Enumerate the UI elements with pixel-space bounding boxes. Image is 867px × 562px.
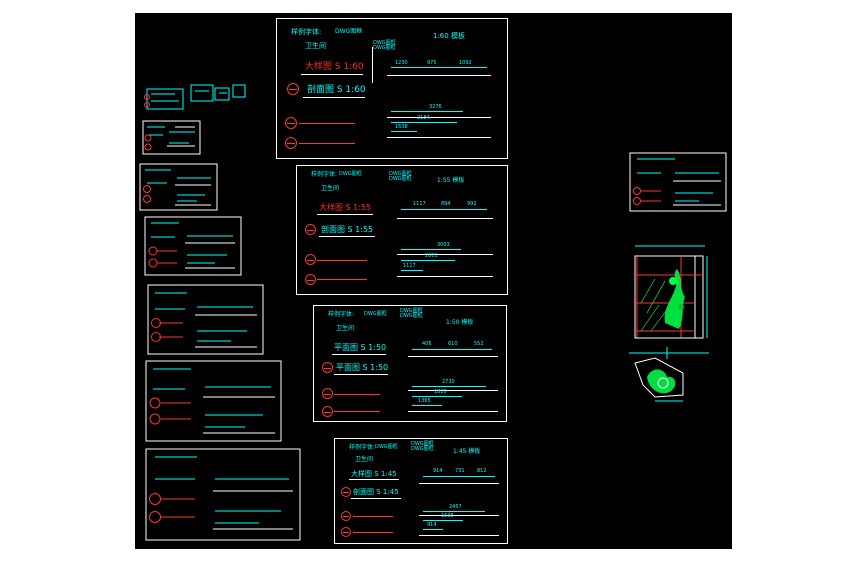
section-title: 平面图 S 1:50	[336, 363, 389, 372]
frame-note: DWG图框	[375, 444, 398, 450]
plan-title: 大样图 S 1:60	[305, 62, 364, 72]
frame-note: DWG图框	[335, 28, 363, 35]
section-marker	[305, 224, 316, 235]
plan-title: 大样图 S 1:55	[319, 203, 372, 212]
dim-1: 1117	[413, 201, 426, 207]
dim-sub1: 1820	[434, 389, 447, 395]
dim-3: 992	[467, 201, 477, 207]
dim-total: 3003	[437, 242, 450, 248]
dim-1: 914	[433, 468, 443, 474]
font-sample-label: 样例字体:	[311, 171, 338, 178]
font-sample-label: 样例字体:	[291, 28, 322, 36]
scale-title: 1:60 模板	[433, 32, 465, 40]
dim-2: 610	[448, 341, 458, 347]
dim-sub1: 2001	[425, 253, 438, 259]
dim-1: 1230	[395, 60, 408, 66]
section-marker	[322, 362, 333, 373]
frame-note: DWG图框	[339, 171, 362, 177]
dim-sub2: 1638	[395, 124, 408, 130]
dim-3: 812	[477, 468, 487, 474]
room-label: 卫生间	[321, 185, 340, 192]
room-label: 卫生间	[305, 42, 326, 50]
scale-title: 1:50 模板	[446, 319, 474, 326]
plan-title: 大样图 S 1:45	[351, 470, 397, 478]
section-title: 剖面图 S 1:45	[353, 488, 399, 496]
dim-3: 552	[474, 341, 484, 347]
dim-2: 731	[455, 468, 465, 474]
dim-total: 3276	[429, 104, 442, 110]
plan-title: 平面图 S 1:50	[334, 343, 387, 352]
section-title: 剖面图 S 1:60	[307, 85, 366, 95]
dim-total: 2457	[449, 504, 462, 510]
section-title: 剖面图 S 1:55	[321, 225, 374, 234]
font-sample-label: 样例字体:	[328, 311, 355, 318]
dim-2: 975	[427, 60, 437, 66]
dim-sub2: 1365	[418, 398, 431, 404]
dim-sub1: 1638	[441, 513, 454, 519]
font-sample-label: 样例字体:	[349, 444, 376, 451]
dim-total: 2730	[442, 379, 455, 385]
room-label: 卫生间	[355, 456, 374, 463]
scale-title: 1:55 模板	[437, 177, 465, 184]
dim-1: 406	[422, 341, 432, 347]
frame-note: DWG图框	[364, 311, 387, 317]
dim-sub2: 1117	[403, 263, 416, 269]
dim-sub2: 914	[427, 522, 437, 528]
room-label: 卫生间	[336, 325, 355, 332]
dim-sub1: 2184	[417, 115, 430, 121]
dim-3: 1092	[459, 60, 472, 66]
section-marker	[287, 83, 299, 95]
bathroom-elevation-drawing	[629, 245, 709, 402]
small-template-sheets	[139, 84, 727, 541]
scale-title: 1:45 模板	[453, 448, 481, 455]
dim-2: 894	[441, 201, 451, 207]
section-marker	[341, 487, 351, 497]
